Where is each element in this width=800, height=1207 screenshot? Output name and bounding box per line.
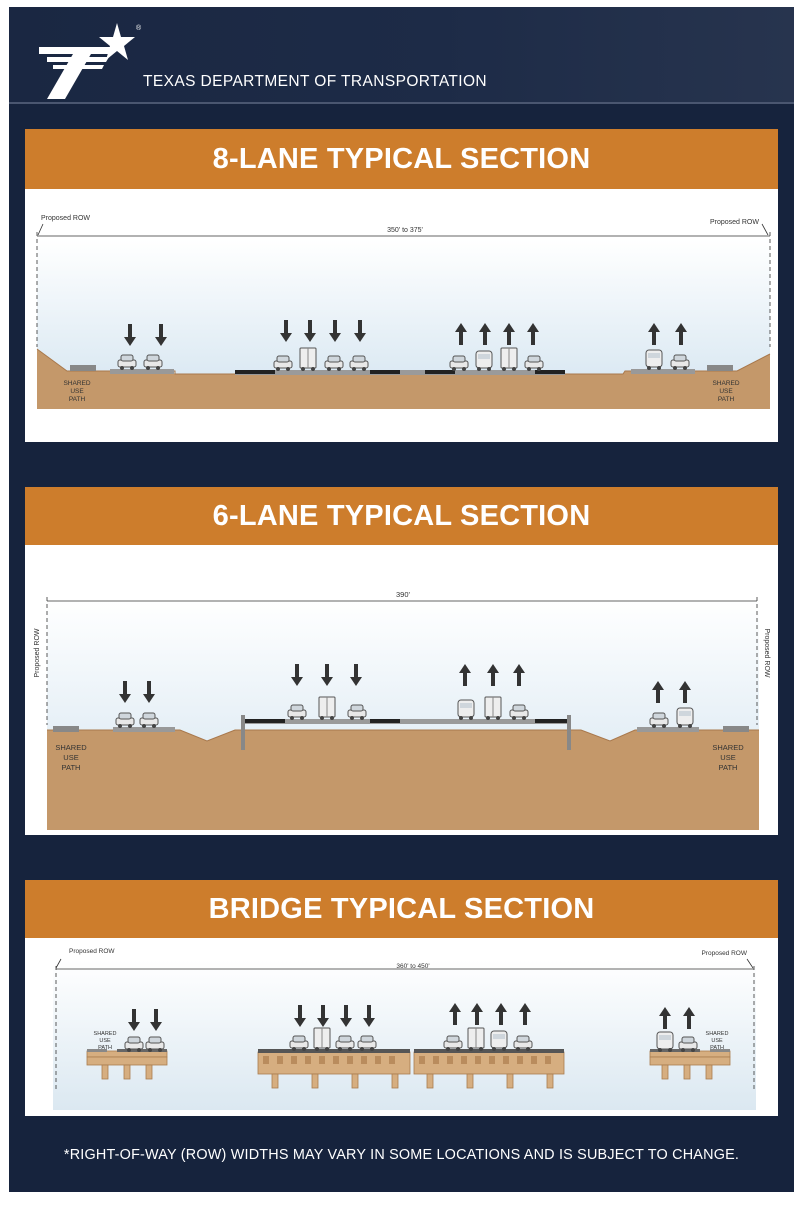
row-left-label: Proposed ROW xyxy=(41,215,90,222)
section-width-label: 390' xyxy=(396,590,411,599)
svg-text:SHARED: SHARED xyxy=(706,1031,729,1037)
svg-text:SHARED: SHARED xyxy=(712,743,744,752)
section-6-lane-diagram: 390' Proposed ROW Proposed ROW xyxy=(25,545,778,835)
svg-text:PATH: PATH xyxy=(718,396,735,403)
svg-text:USE: USE xyxy=(99,1038,111,1044)
row-right-label: Proposed ROW xyxy=(701,950,747,957)
bridge-deck-left xyxy=(86,1049,168,1080)
svg-text:PATH: PATH xyxy=(710,1045,724,1051)
svg-text:PATH: PATH xyxy=(69,396,86,403)
svg-text:PATH: PATH xyxy=(62,763,81,772)
svg-text:SHARED: SHARED xyxy=(712,380,739,387)
registered-mark: ® xyxy=(136,24,142,32)
shared-use-path-left-label: SHARED USE PATH xyxy=(63,380,90,403)
txdot-star-logo-icon: ® xyxy=(39,23,142,99)
section-bridge-title: BRIDGE TYPICAL SECTION xyxy=(208,893,595,925)
svg-text:SHARED: SHARED xyxy=(55,743,87,752)
section-8-lane-title: 8-LANE TYPICAL SECTION xyxy=(212,143,591,175)
shared-use-path-right-label: SHARED USE PATH xyxy=(706,1031,729,1051)
poster: ® TEXAS DEPARTMENT OF TRANSPORTATION 8-L… xyxy=(9,7,794,1192)
shared-use-path-right-label: SHARED USE PATH xyxy=(712,743,744,772)
section-8-lane-title-band: 8-LANE TYPICAL SECTION xyxy=(25,129,778,189)
row-left-label: Proposed ROW xyxy=(34,628,41,677)
svg-text:USE: USE xyxy=(63,753,78,762)
section-8-lane-diagram: Proposed ROW Proposed ROW 350' to 375' xyxy=(25,189,778,442)
section-width-label: 350' to 375' xyxy=(387,227,423,234)
ground-profile xyxy=(47,730,759,830)
shared-use-path-left-label: SHARED USE PATH xyxy=(55,743,87,772)
row-right-label: Proposed ROW xyxy=(710,219,759,226)
row-width-disclaimer: *RIGHT-OF-WAY (ROW) WIDTHS MAY VARY IN S… xyxy=(63,1147,740,1163)
bridge-deck-right xyxy=(649,1049,731,1080)
header: ® TEXAS DEPARTMENT OF TRANSPORTATION xyxy=(9,7,794,104)
section-width-label: 360' to 450' xyxy=(396,963,429,970)
shared-use-path-right-label: SHARED USE PATH xyxy=(712,380,739,403)
section-6-lane-title-band: 6-LANE TYPICAL SECTION xyxy=(25,487,778,545)
ground-profile xyxy=(37,349,770,409)
section-6-lane-title: 6-LANE TYPICAL SECTION xyxy=(212,500,591,532)
agency-title: TEXAS DEPARTMENT OF TRANSPORTATION xyxy=(143,73,488,90)
svg-text:USE: USE xyxy=(720,753,735,762)
svg-text:SHARED: SHARED xyxy=(63,380,90,387)
bridge-deck-center-left xyxy=(257,1049,411,1089)
bridge-deck-center-right xyxy=(413,1049,565,1089)
svg-text:USE: USE xyxy=(70,388,84,395)
svg-text:PATH: PATH xyxy=(98,1045,112,1051)
row-right-label: Proposed ROW xyxy=(763,628,770,677)
svg-text:USE: USE xyxy=(711,1038,723,1044)
shared-use-path-left-label: SHARED USE PATH xyxy=(94,1031,117,1051)
svg-text:USE: USE xyxy=(719,388,733,395)
row-left-label: Proposed ROW xyxy=(69,948,115,955)
section-bridge-diagram: Proposed ROW Proposed ROW 360' to 450' xyxy=(25,938,778,1116)
svg-text:SHARED: SHARED xyxy=(94,1031,117,1037)
section-bridge-title-band: BRIDGE TYPICAL SECTION xyxy=(25,880,778,938)
svg-text:PATH: PATH xyxy=(719,763,738,772)
